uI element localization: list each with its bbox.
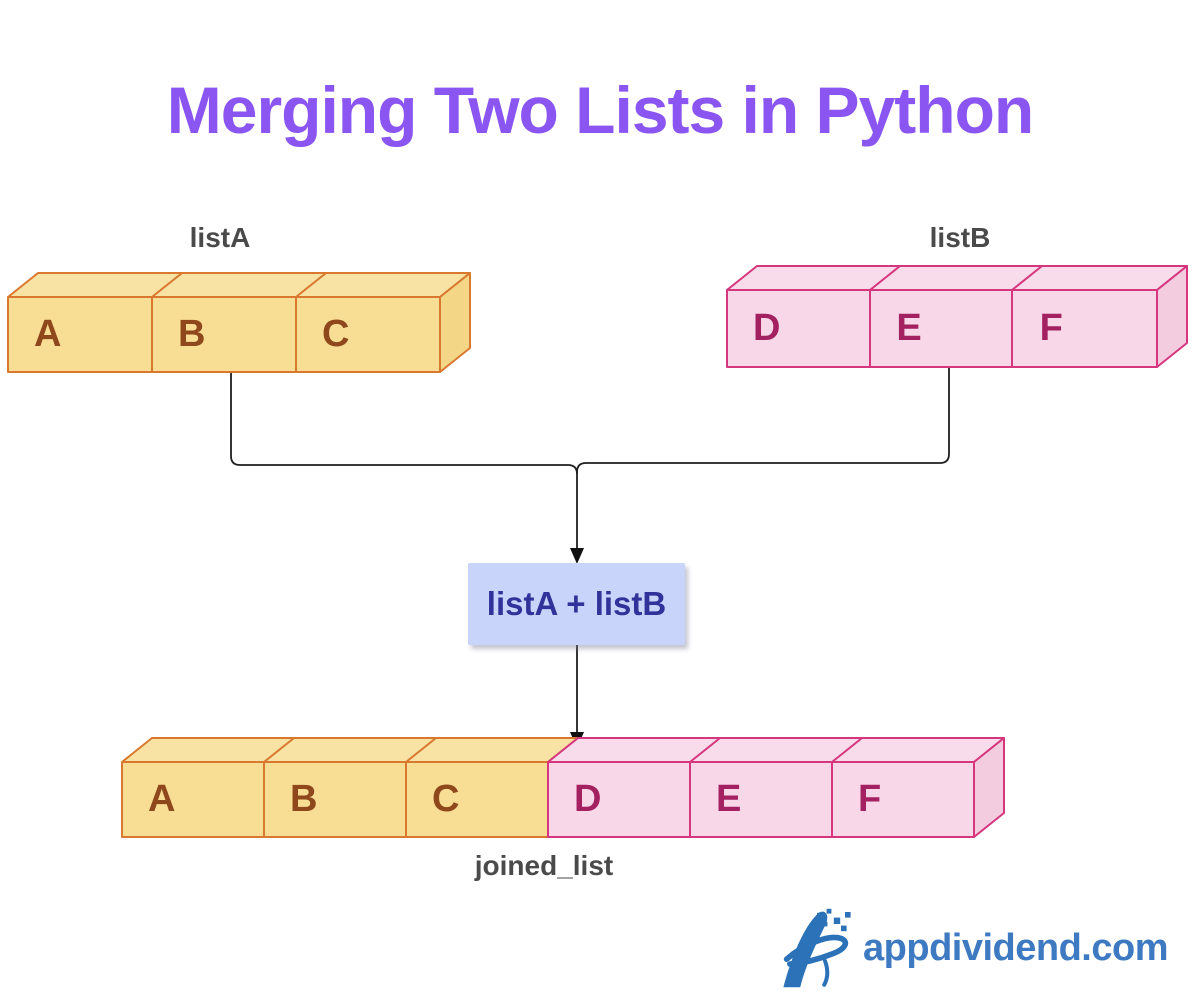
joined-cell-e: E — [716, 778, 742, 820]
joined-cell-a: A — [148, 778, 176, 820]
operation-box-label: listA + listB — [486, 585, 667, 622]
watermark-text: appdividend.com — [863, 926, 1168, 969]
listb-cell-f: F — [1039, 307, 1063, 349]
joined-cell-b: B — [290, 778, 318, 820]
lista-cells: A B C — [8, 297, 440, 372]
merge-connector-lines — [230, 365, 950, 733]
operation-box: listA + listB — [468, 563, 685, 645]
lista-cell-a: A — [34, 313, 62, 355]
joined-cell-d: D — [574, 778, 602, 820]
joined-cell-f: F — [858, 778, 882, 820]
appdividend-a-swoosh-icon — [783, 908, 851, 988]
lista-box-3d — [7, 272, 471, 373]
listb-cells: D E F — [727, 290, 1157, 367]
lista-label: listA — [189, 222, 251, 253]
lista-cell-c: C — [322, 313, 350, 355]
page-title: Merging Two Lists in Python — [166, 73, 1034, 147]
appdividend-watermark: appdividend.com — [777, 904, 1168, 992]
joined-list-pink-part — [547, 737, 1005, 838]
joined-cell-c: C — [432, 778, 460, 820]
listb-cell-e: E — [896, 307, 922, 349]
listb-cell-d: D — [753, 307, 781, 349]
joined-list-label: joined_list — [474, 850, 614, 881]
listb-box-3d — [726, 265, 1188, 368]
listb-label: listB — [929, 222, 991, 253]
joined-list-cells: A B C D E F — [122, 762, 974, 837]
lista-cell-b: B — [178, 313, 206, 355]
